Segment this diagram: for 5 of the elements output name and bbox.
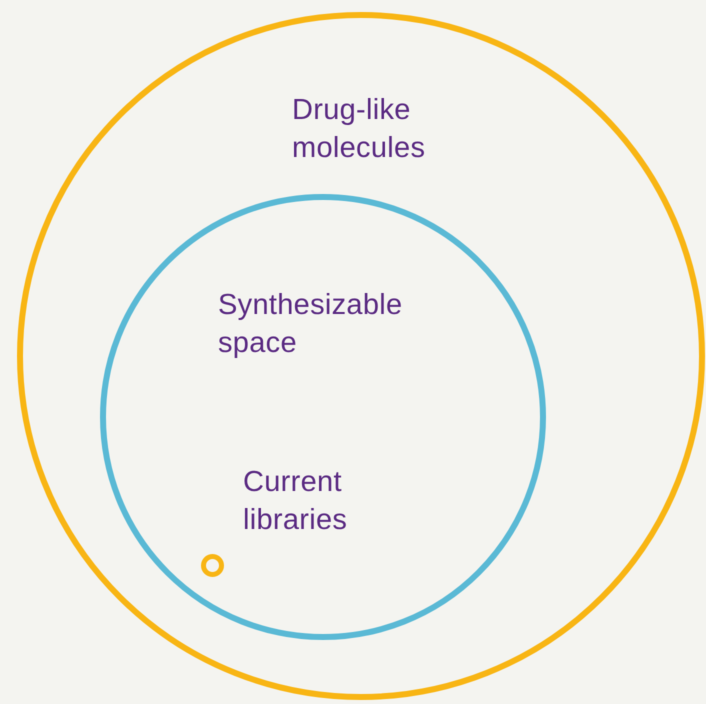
set-circle — [17, 12, 705, 700]
set-label: Current libraries — [243, 465, 348, 538]
set-circle — [100, 194, 546, 640]
set-label: Drug-like molecules — [292, 93, 426, 166]
set-label: Synthesizable space — [218, 288, 404, 361]
